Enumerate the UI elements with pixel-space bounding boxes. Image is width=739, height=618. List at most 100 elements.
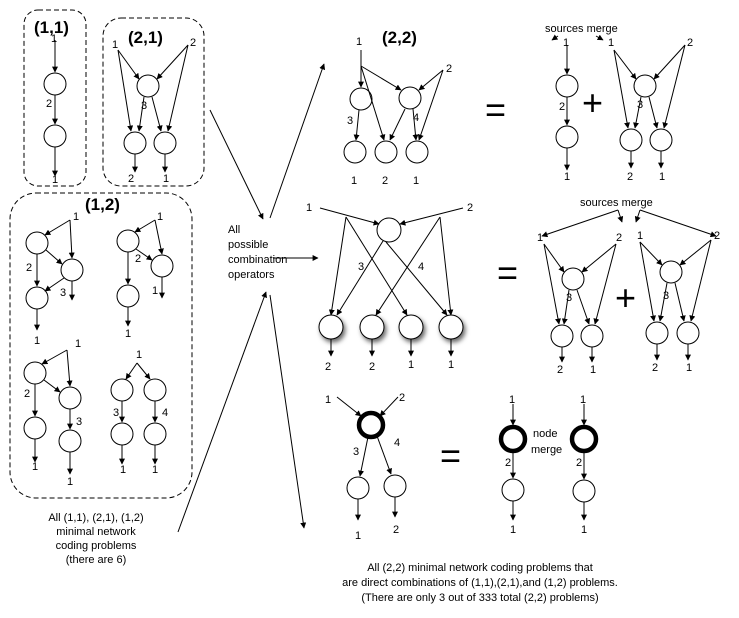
left-caption-line-4: (there are 6) — [66, 554, 127, 566]
operators-label-4: operators — [228, 269, 275, 281]
combo-3-right-a: 1 2 1 — [498, 394, 528, 536]
svg-text:1: 1 — [52, 174, 58, 186]
svg-text:1: 1 — [152, 464, 158, 476]
svg-text:4: 4 — [418, 261, 424, 273]
bottom-caption-line-3: (There are only 3 out of 333 total (2,2)… — [361, 592, 598, 604]
group-box-1-1 — [23, 9, 87, 187]
svg-text:2: 2 — [627, 171, 633, 183]
sources-merge-label-2: sources merge — [580, 197, 653, 209]
svg-text:4: 4 — [162, 407, 168, 419]
svg-text:1: 1 — [120, 464, 126, 476]
svg-text:1: 1 — [564, 171, 570, 183]
svg-text:2: 2 — [128, 173, 134, 185]
left-caption-line-3: coding problems — [56, 540, 137, 552]
svg-text:2: 2 — [24, 388, 30, 400]
svg-text:2: 2 — [557, 364, 563, 376]
problem-2-1: 1 2 3 2 1 — [112, 37, 196, 185]
svg-text:1: 1 — [136, 349, 142, 361]
group-box-2-1 — [102, 17, 205, 187]
operator-arrows — [177, 63, 326, 533]
svg-text:2: 2 — [616, 232, 622, 244]
svg-text:3: 3 — [358, 261, 364, 273]
svg-text:2: 2 — [687, 37, 693, 49]
combo-2-left: 1 2 3 4 2 2 1 1 — [306, 202, 473, 373]
svg-text:1: 1 — [580, 394, 586, 406]
svg-text:2: 2 — [393, 524, 399, 536]
svg-text:3: 3 — [347, 115, 353, 127]
svg-text:2: 2 — [714, 230, 720, 242]
problem-1-1: 1 2 1 — [43, 33, 67, 186]
svg-text:1: 1 — [608, 37, 614, 49]
svg-text:1: 1 — [408, 359, 414, 371]
sources-merge-label-1: sources merge — [545, 23, 618, 35]
svg-text:1: 1 — [351, 175, 357, 187]
operators-label-3: combination — [228, 254, 287, 266]
combo-3-right-b: 1 2 1 — [569, 394, 599, 536]
group-box-1-2 — [9, 192, 193, 499]
combo-1-right-b: 1 2 3 2 1 — [608, 37, 693, 183]
group-title-2-2: (2,2) — [382, 28, 417, 47]
svg-text:2: 2 — [26, 262, 32, 274]
svg-text:1: 1 — [537, 232, 543, 244]
node-merge-label-1: node — [533, 428, 557, 440]
svg-text:2: 2 — [576, 457, 582, 469]
svg-text:2: 2 — [369, 361, 375, 373]
left-caption-line-1: All (1,1), (2,1), (1,2) — [48, 512, 143, 524]
svg-text:1: 1 — [325, 394, 331, 406]
svg-text:2: 2 — [382, 175, 388, 187]
svg-text:1: 1 — [637, 230, 643, 242]
svg-text:1: 1 — [67, 476, 73, 488]
sources-merge-arrows-2 — [541, 209, 717, 238]
operators-label-2: possible — [228, 239, 268, 251]
svg-text:3: 3 — [353, 446, 359, 458]
svg-text:2: 2 — [399, 392, 405, 404]
svg-text:2: 2 — [446, 63, 452, 75]
equals-sign-1: = — [485, 89, 506, 130]
operators-label-1: All — [228, 224, 240, 236]
plus-sign-1: + — [582, 82, 603, 123]
svg-text:1: 1 — [125, 328, 131, 340]
svg-text:1: 1 — [152, 285, 158, 297]
svg-text:3: 3 — [141, 100, 147, 112]
problem-1-2-a: 1 2 3 1 — [25, 211, 84, 347]
svg-text:1: 1 — [448, 359, 454, 371]
svg-text:3: 3 — [663, 290, 669, 302]
svg-text:3: 3 — [76, 416, 82, 428]
bottom-caption-line-1: All (2,2) minimal network coding problem… — [367, 562, 593, 574]
problem-1-2-b: 1 2 1 1 — [116, 211, 174, 340]
svg-text:1: 1 — [510, 524, 516, 536]
svg-text:2: 2 — [46, 98, 52, 110]
svg-text:3: 3 — [637, 99, 643, 111]
svg-text:3: 3 — [60, 287, 66, 299]
node-merge-label-2: merge — [531, 444, 562, 456]
bottom-caption-line-2: are direct combinations of (1,1),(2,1),a… — [342, 577, 618, 589]
svg-text:1: 1 — [112, 39, 118, 51]
svg-text:2: 2 — [325, 361, 331, 373]
svg-text:1: 1 — [590, 364, 596, 376]
plus-sign-2: + — [615, 277, 636, 318]
svg-text:1: 1 — [51, 33, 57, 45]
svg-text:2: 2 — [190, 37, 196, 49]
combo-1-right-a: 1 2 1 — [555, 37, 579, 183]
combo-2-right-b: 1 2 3 2 1 — [637, 230, 720, 374]
svg-text:1: 1 — [32, 461, 38, 473]
combo-1-left: 1 2 3 4 1 2 1 — [343, 36, 452, 187]
equals-sign-3: = — [440, 435, 461, 476]
svg-text:2: 2 — [559, 101, 565, 113]
group-title-2-1: (2,1) — [128, 28, 163, 47]
svg-text:2: 2 — [135, 253, 141, 265]
sources-merge-arrow-r — [595, 34, 604, 41]
svg-text:1: 1 — [356, 36, 362, 48]
svg-text:1: 1 — [73, 211, 79, 223]
group-title-1-1: (1,1) — [34, 18, 69, 37]
svg-text:2: 2 — [505, 457, 511, 469]
group-title-1-2: (1,2) — [85, 195, 120, 214]
combo-2-right-a: 1 2 3 2 1 — [537, 232, 622, 376]
svg-text:3: 3 — [113, 407, 119, 419]
svg-text:1: 1 — [163, 173, 169, 185]
problem-1-2-d: 1 3 4 1 1 — [110, 349, 168, 476]
svg-text:1: 1 — [75, 338, 81, 350]
equals-sign-2: = — [497, 252, 518, 293]
svg-text:1: 1 — [509, 394, 515, 406]
